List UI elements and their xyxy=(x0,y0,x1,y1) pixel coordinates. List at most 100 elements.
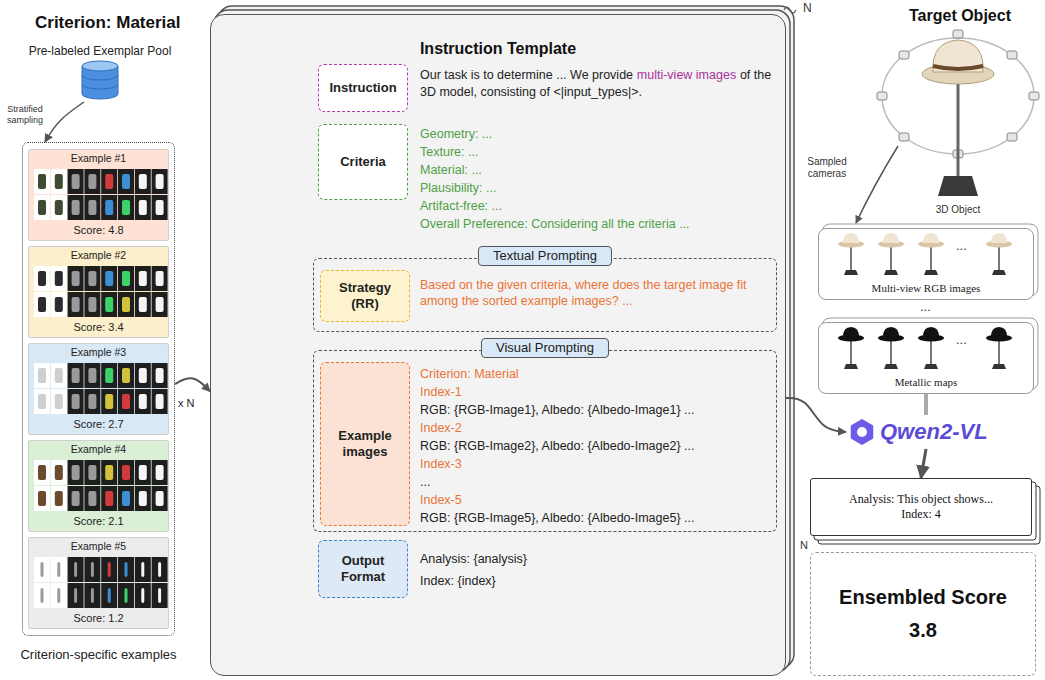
example-box-art xyxy=(34,460,50,485)
example-box-art xyxy=(51,486,67,511)
connector-arrow xyxy=(175,378,210,391)
example-box-text: Score: 2.1 xyxy=(73,515,123,529)
example-box: Example #5Score: 1.2 xyxy=(28,537,169,629)
example-box-art xyxy=(135,557,151,582)
example-box-art xyxy=(101,195,117,220)
example-box-art xyxy=(156,174,164,189)
visual-prompting-group-text: Visual Prompting xyxy=(481,338,609,358)
example-box: Example #1Score: 4.8 xyxy=(28,149,169,241)
example-box-art xyxy=(34,557,50,582)
example-box-art xyxy=(72,394,80,409)
example-box-art xyxy=(84,583,100,608)
example-box-art xyxy=(135,266,151,291)
model-output-card: Analysis: This object shows...Index: 4 xyxy=(810,478,1032,536)
example-box-art xyxy=(122,394,130,409)
example-box-art xyxy=(156,297,164,312)
example-box-art xyxy=(88,368,96,383)
example-box-art xyxy=(72,200,80,215)
example-box-art xyxy=(108,588,111,603)
instruction-template: Instruction TemplateInstructionCriteriaT… xyxy=(210,14,786,676)
example-box-art xyxy=(152,486,168,511)
example-box-art xyxy=(38,491,46,506)
example-box-art xyxy=(118,195,134,220)
example-box-art xyxy=(84,195,100,220)
example-box-art xyxy=(101,583,117,608)
example-box-art xyxy=(139,465,147,480)
textual-prompting-group: Textual PromptingStrategy (RR) xyxy=(313,258,777,332)
example-box-art xyxy=(84,292,100,317)
target-object-illustration xyxy=(1029,92,1039,100)
example-box-art xyxy=(38,394,46,409)
example-box-art xyxy=(156,368,164,383)
target-heading: Target Object xyxy=(880,6,1040,27)
example-box-art xyxy=(84,266,100,291)
instruction-box: Instruction xyxy=(318,64,408,112)
example-box-art xyxy=(88,174,96,189)
example-box-art xyxy=(118,266,134,291)
example-box-art xyxy=(139,200,147,215)
example-box-art xyxy=(108,562,111,577)
model-output-card-text: Index: 4 xyxy=(901,507,941,522)
example-box-art xyxy=(152,583,168,608)
stack-count: N xyxy=(803,1,812,17)
example-box-art xyxy=(152,195,168,220)
example-box-text: Example #4 xyxy=(71,443,126,456)
target-object-illustration xyxy=(856,30,1039,223)
example-box-art xyxy=(118,363,134,388)
example-box-art xyxy=(88,200,96,215)
example-box-art xyxy=(68,363,84,388)
example-box-art xyxy=(122,271,130,286)
example-box-art xyxy=(152,389,168,414)
example-box-art xyxy=(68,557,84,582)
target-object-illustration xyxy=(953,30,963,38)
example-box-art xyxy=(68,486,84,511)
example-group-text: Criterion-specific examples xyxy=(20,647,176,663)
target-object-illustration xyxy=(938,176,978,196)
model-logo: Qwen2-VL xyxy=(846,415,1006,449)
image-panel-art xyxy=(992,364,1006,369)
model-logo-art xyxy=(851,419,874,445)
image-panel-text: Metallic maps xyxy=(895,376,958,390)
example-box-text: Score: 4.8 xyxy=(73,224,123,238)
connector-arrow xyxy=(924,394,928,415)
example-box-art xyxy=(91,588,94,603)
example-box-art xyxy=(139,174,147,189)
example-box-art xyxy=(34,195,50,220)
example-box-art xyxy=(122,465,130,480)
image-panel-art xyxy=(843,327,859,337)
example-box-art xyxy=(38,465,46,480)
example-box-art xyxy=(152,363,168,388)
edge-label: Stratified sampling xyxy=(2,104,48,126)
example-box-art xyxy=(118,557,134,582)
example-box-art xyxy=(72,465,80,480)
image-panel-art xyxy=(844,364,858,369)
example-box-art xyxy=(55,271,63,286)
example-box-art xyxy=(72,271,80,286)
example-box-text: Score: 2.7 xyxy=(73,418,123,432)
example-box-art xyxy=(135,460,151,485)
example-box-art xyxy=(152,169,168,194)
example-box-art xyxy=(84,389,100,414)
output-format-box: Output Format xyxy=(318,540,408,598)
example-images-box: Example images xyxy=(320,362,410,526)
example-box-art xyxy=(156,271,164,286)
example-box-art xyxy=(118,460,134,485)
output-format-box-text: Output Format xyxy=(323,553,403,584)
example-box-art xyxy=(139,368,147,383)
example-box-art xyxy=(139,491,147,506)
example-box-art xyxy=(68,266,84,291)
textual-prompting-group-text: Textual Prompting xyxy=(478,246,612,266)
example-box: Example #4 Score: 2.1 xyxy=(28,440,169,532)
example-box-art xyxy=(101,292,117,317)
example-box-art xyxy=(84,363,100,388)
example-box-art xyxy=(38,271,46,286)
example-box-art xyxy=(38,200,46,215)
example-box-art xyxy=(51,460,67,485)
example-box-art xyxy=(105,394,113,409)
example-box-art xyxy=(141,588,144,603)
criteria-box-text: Criteria xyxy=(340,154,386,170)
example-box-art xyxy=(105,174,113,189)
image-panel-art xyxy=(923,233,939,243)
example-box-art xyxy=(84,460,100,485)
